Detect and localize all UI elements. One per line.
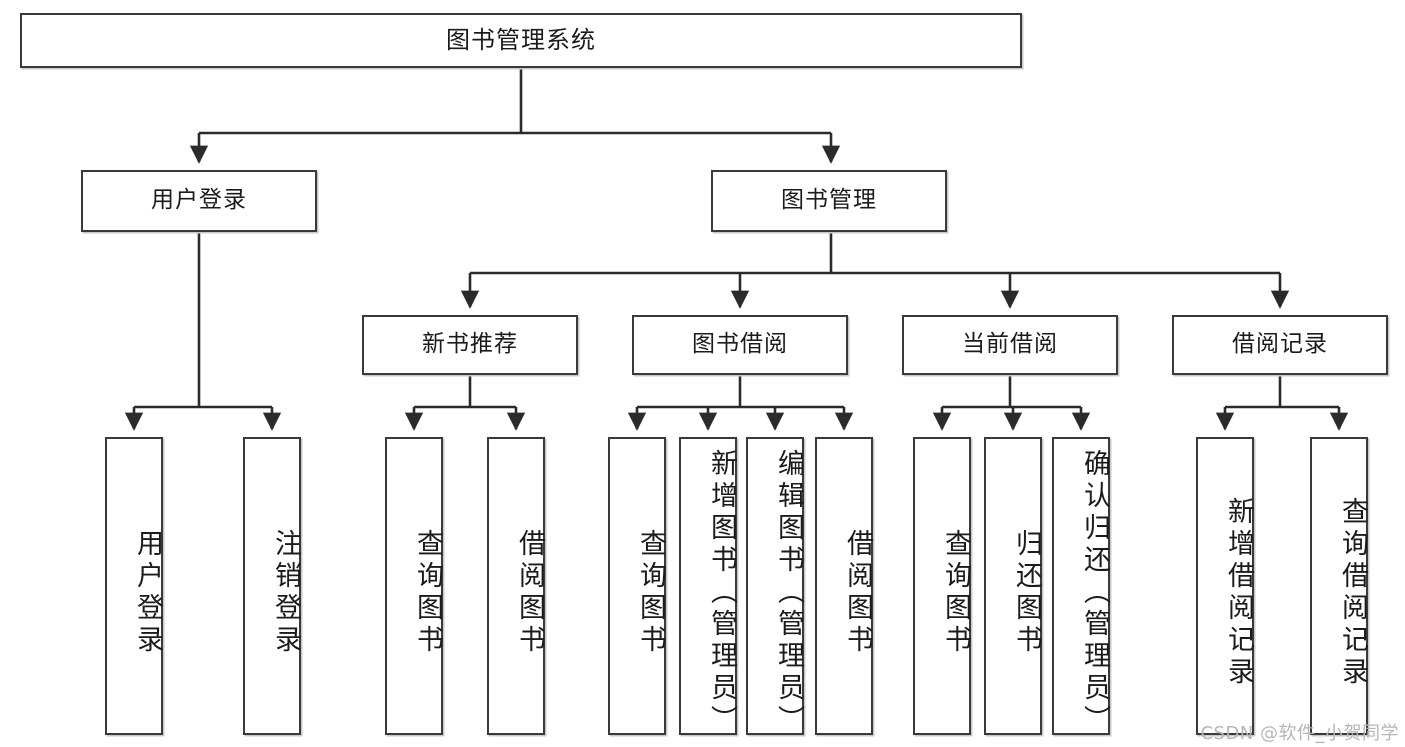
node-new-book-recommend[interactable]: 新书推荐 bbox=[362, 315, 578, 375]
node-leaf-query-book-2[interactable]: 查询图书 bbox=[608, 437, 666, 735]
node-leaf-edit-book-admin[interactable]: 编辑图书（管理员） bbox=[746, 437, 804, 737]
node-label: 注销登录 bbox=[270, 529, 301, 657]
node-leaf-query-book-1[interactable]: 查询图书 bbox=[385, 437, 443, 735]
node-label: 查询图书 bbox=[412, 529, 443, 657]
node-label: 归还图书 bbox=[1011, 529, 1042, 657]
node-label: 借阅记录 bbox=[1232, 331, 1328, 358]
node-leaf-query-book-3[interactable]: 查询图书 bbox=[913, 437, 971, 735]
node-label: 查询图书 bbox=[635, 529, 666, 657]
node-label: 借阅图书 bbox=[842, 529, 873, 657]
node-root-system[interactable]: 图书管理系统 bbox=[20, 13, 1022, 68]
node-leaf-borrow-book-2[interactable]: 借阅图书 bbox=[815, 437, 873, 735]
node-leaf-borrow-book-1[interactable]: 借阅图书 bbox=[487, 437, 545, 735]
node-label: 新书推荐 bbox=[422, 331, 518, 358]
node-leaf-query-borrow-record[interactable]: 查询借阅记录 bbox=[1310, 437, 1368, 735]
node-current-borrow[interactable]: 当前借阅 bbox=[902, 315, 1118, 375]
node-label: 用户登录 bbox=[151, 187, 247, 214]
node-label: 借阅图书 bbox=[514, 529, 545, 657]
node-label: 新增借阅记录 bbox=[1223, 497, 1254, 689]
node-label: 新增图书（管理员） bbox=[706, 449, 737, 737]
node-leaf-add-borrow-record[interactable]: 新增借阅记录 bbox=[1196, 437, 1254, 735]
node-label: 确认归还（管理员） bbox=[1079, 449, 1110, 737]
node-leaf-confirm-return-admin[interactable]: 确认归还（管理员） bbox=[1052, 437, 1110, 737]
node-label: 查询图书 bbox=[940, 529, 971, 657]
node-label: 当前借阅 bbox=[962, 331, 1058, 358]
node-book-borrow[interactable]: 图书借阅 bbox=[632, 315, 848, 375]
node-label: 图书借阅 bbox=[692, 331, 788, 358]
node-leaf-logout-login[interactable]: 注销登录 bbox=[243, 437, 301, 735]
node-label: 用户登录 bbox=[132, 529, 163, 657]
node-label: 图书管理系统 bbox=[446, 26, 596, 55]
node-book-manage[interactable]: 图书管理 bbox=[711, 170, 947, 232]
node-borrow-record[interactable]: 借阅记录 bbox=[1172, 315, 1388, 375]
node-leaf-add-book-admin[interactable]: 新增图书（管理员） bbox=[679, 437, 737, 737]
node-leaf-return-book[interactable]: 归还图书 bbox=[984, 437, 1042, 735]
node-leaf-user-login[interactable]: 用户登录 bbox=[105, 437, 163, 735]
node-user-login[interactable]: 用户登录 bbox=[81, 170, 317, 232]
node-label: 查询借阅记录 bbox=[1337, 497, 1368, 689]
node-label: 图书管理 bbox=[781, 187, 877, 214]
node-label: 编辑图书（管理员） bbox=[773, 449, 804, 737]
